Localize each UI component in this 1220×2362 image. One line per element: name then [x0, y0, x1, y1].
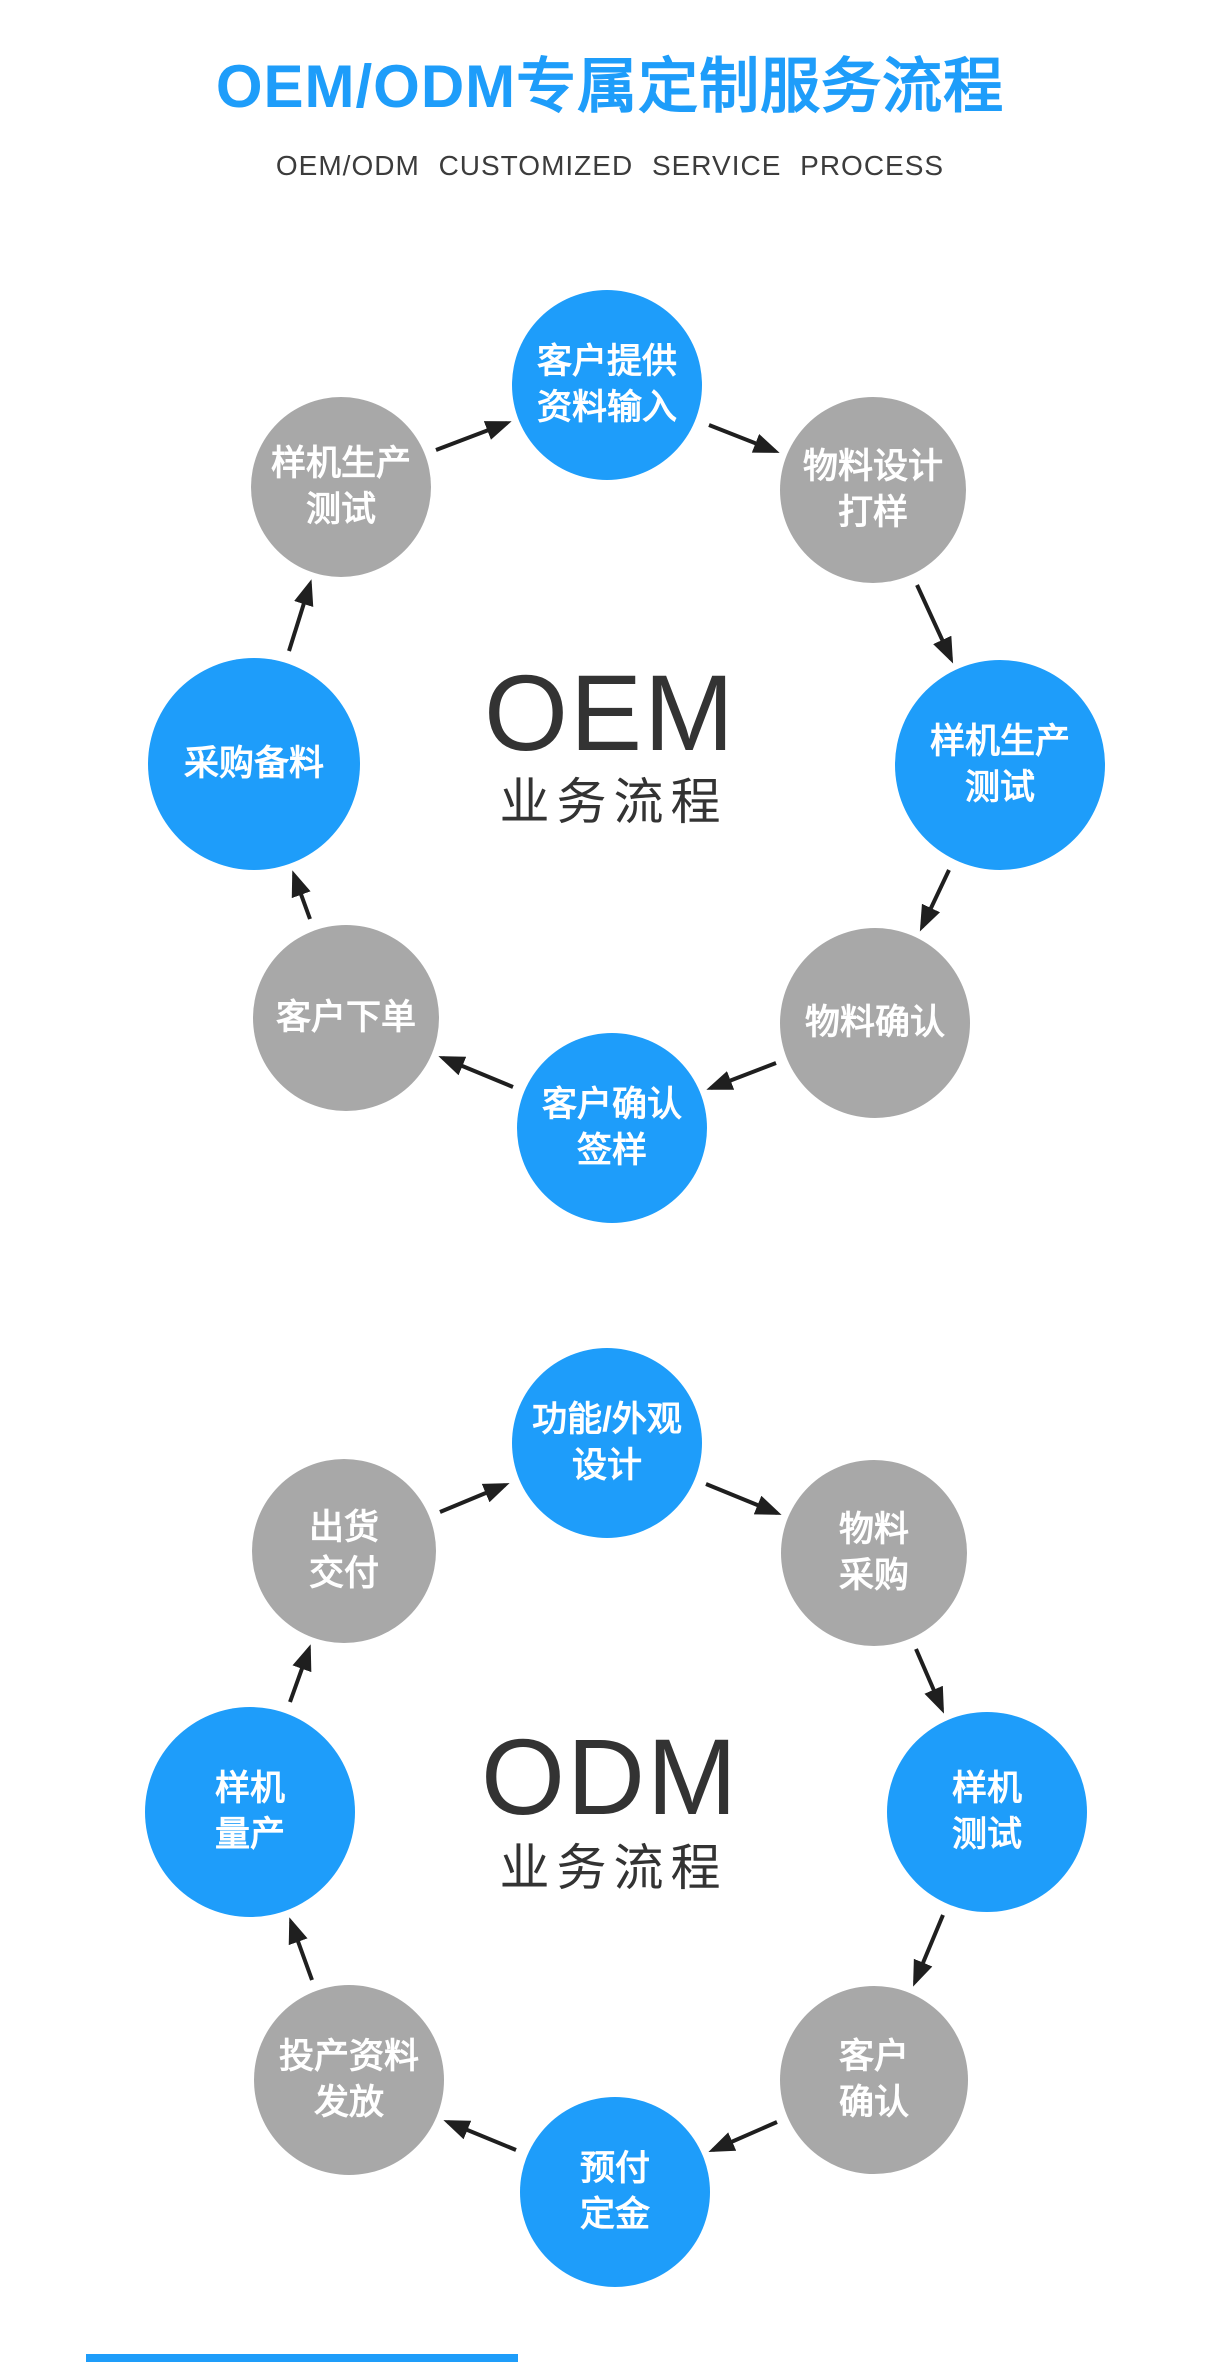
- node-label-line: 采购备料: [183, 744, 324, 783]
- odm-node-shipment: 出货 交付: [252, 1459, 436, 1643]
- oem-node-prototype-production: 样机生产 测试: [895, 660, 1105, 870]
- flow-arrow: [439, 1483, 510, 1514]
- node-label-line: 客户下单: [275, 998, 416, 1037]
- node-label-line: 样机生产: [270, 444, 411, 483]
- bottom-partial-banner: [86, 2354, 518, 2362]
- node-label-line: 打样: [837, 493, 908, 532]
- oem-node-customer-sign: 客户确认 签样: [517, 1033, 707, 1223]
- flow-arrow: [708, 2120, 778, 2153]
- oem-node-material-confirm: 物料确认: [780, 928, 970, 1118]
- page-subtitle: OEM/ODM CUSTOMIZED SERVICE PROCESS: [275, 150, 945, 181]
- node-label-line: 交付: [308, 1554, 379, 1593]
- flow-arrow: [443, 2120, 517, 2152]
- flow-arrow: [914, 1648, 944, 1714]
- node-label-line: 客户提供: [536, 342, 677, 381]
- flow-arrow: [291, 870, 312, 920]
- node-label-line: 测试: [951, 1815, 1022, 1854]
- node-label-line: 物料: [838, 1510, 909, 1549]
- node-label-line: 设计: [571, 1446, 642, 1485]
- flow-arrow: [288, 1917, 314, 1981]
- odm-node-function-design: 功能/外观 设计: [512, 1348, 702, 1538]
- odm-center-title: ODM: [481, 1716, 739, 1837]
- node-label-line: 投产资料: [278, 2037, 419, 2076]
- oem-center-title: OEM: [483, 652, 736, 773]
- oem-node-procurement: 采购备料: [148, 658, 360, 870]
- odm-node-prototype-testing: 样机 测试: [887, 1712, 1087, 1912]
- node-label-line: 确认: [838, 2083, 909, 2122]
- node-label-line: 发放: [313, 2083, 384, 2122]
- node-label-line: 物料确认: [804, 1003, 945, 1042]
- node-label-line: 客户确认: [541, 1085, 682, 1124]
- node-label-line: 测试: [305, 490, 376, 529]
- oem-node-material-design: 物料设计 打样: [780, 397, 966, 583]
- oem-node-customer-order: 客户下单: [253, 925, 439, 1111]
- odm-node-material-purchase: 物料 采购: [781, 1460, 967, 1646]
- flow-arrow: [706, 1061, 777, 1090]
- flow-arrow: [438, 1056, 514, 1089]
- oem-node-prototype-test: 样机生产 测试: [251, 397, 431, 577]
- node-label-line: 资料输入: [536, 388, 677, 427]
- flow-arrow: [288, 1644, 312, 1703]
- odm-node-mass-production: 样机 量产: [145, 1707, 355, 1917]
- node-label-line: 功能/外观: [532, 1400, 682, 1439]
- node-label-line: 出货: [308, 1508, 379, 1547]
- odm-node-deposit: 预付 定金: [520, 2097, 710, 2287]
- flow-arrow: [913, 1914, 945, 1987]
- node-label-line: 量产: [214, 1815, 285, 1854]
- node-label-line: 样机: [214, 1769, 285, 1808]
- odm-node-customer-confirm: 客户 确认: [780, 1986, 968, 2174]
- flow-arrow: [708, 423, 780, 453]
- flow-arrow: [435, 421, 512, 452]
- node-label-line: 采购: [838, 1556, 909, 1595]
- node-label-line: 样机: [951, 1769, 1022, 1808]
- node-label-line: 物料设计: [802, 447, 943, 486]
- flow-arrow: [705, 1482, 782, 1515]
- flow-arrow: [287, 579, 314, 652]
- odm-center-subtitle: 业务流程: [499, 1840, 728, 1896]
- page-title: OEM/ODM专属定制服务流程: [215, 53, 1005, 120]
- node-label-line: 定金: [579, 2195, 650, 2234]
- node-label-line: 样机生产: [929, 722, 1070, 761]
- node-label-line: 签样: [576, 1131, 647, 1170]
- node-label-line: 客户: [838, 2037, 909, 2076]
- oem-node-customer-input: 客户提供 资料输入: [512, 290, 702, 480]
- oem-center-subtitle: 业务流程: [499, 774, 728, 830]
- node-label-line: 测试: [964, 768, 1035, 807]
- odm-node-production-docs: 投产资料 发放: [254, 1985, 444, 2175]
- flow-arrow: [919, 869, 951, 932]
- flow-arrow: [915, 584, 954, 664]
- node-label-line: 预付: [579, 2149, 650, 2188]
